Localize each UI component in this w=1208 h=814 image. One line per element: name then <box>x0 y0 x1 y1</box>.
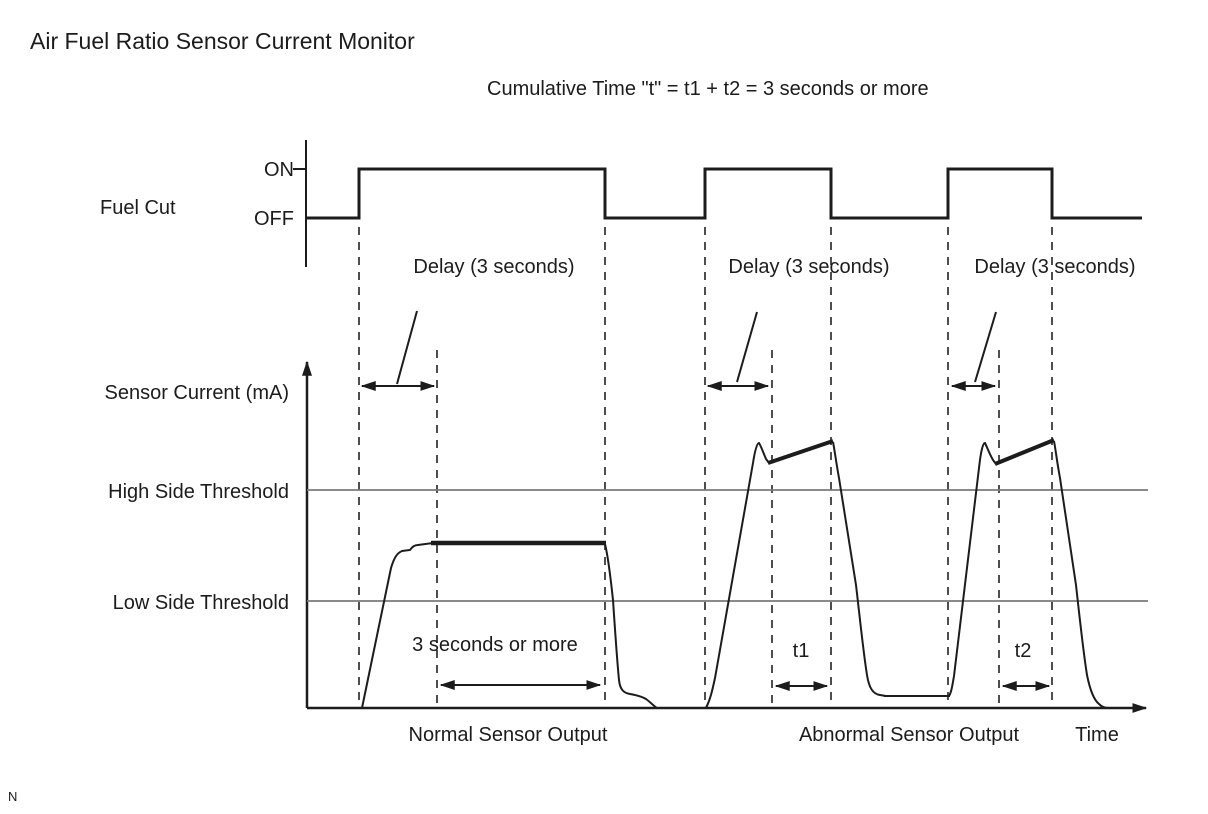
delay2-label: Delay (3 seconds) <box>728 256 889 278</box>
high-threshold-label: High Side Threshold <box>108 481 289 503</box>
cumulative-time-note: Cumulative Time "t" = t1 + t2 = 3 second… <box>487 78 929 100</box>
delay2-leader-line <box>736 311 758 383</box>
page-title: Air Fuel Ratio Sensor Current Monitor <box>30 28 415 54</box>
hump1-rise-curve <box>705 441 770 709</box>
fuel-cut-label: Fuel Cut <box>100 197 176 219</box>
normal-rise-curve <box>361 542 434 709</box>
delay1-label: Delay (3 seconds) <box>413 256 574 278</box>
hump2-ramp-thick <box>994 438 1055 466</box>
delay3-label: Delay (3 seconds) <box>974 256 1135 278</box>
duration-annotations <box>439 680 1051 691</box>
off-label: OFF <box>254 208 294 230</box>
normal-fall-curve <box>604 543 658 709</box>
sensor-current-axis-label: Sensor Current (mA) <box>105 382 290 404</box>
dashed-guides <box>358 227 1053 708</box>
delay3-leader-line <box>974 311 997 383</box>
low-threshold-label: Low Side Threshold <box>113 592 289 614</box>
delay-annotations <box>360 310 997 391</box>
normal-output-trace <box>361 540 658 709</box>
delay1-leader-line <box>396 310 418 385</box>
t2-label: t2 <box>1015 640 1032 662</box>
hump2-rise-curve <box>948 441 997 697</box>
duration-label: 3 seconds or more <box>412 634 578 656</box>
normal-output-label: Normal Sensor Output <box>409 724 608 746</box>
hump1-fall-curve <box>832 441 887 697</box>
hump1-ramp-thick <box>767 439 834 465</box>
t1-label: t1 <box>793 640 810 662</box>
abnormal-output-label: Abnormal Sensor Output <box>799 724 1020 746</box>
abnormal-hump1-trace <box>705 439 950 709</box>
time-axis-label: Time <box>1075 724 1119 746</box>
fuel-cut-waveform <box>306 167 1142 220</box>
abnormal-hump2-trace <box>948 438 1109 709</box>
on-label: ON <box>264 159 294 181</box>
hump2-fall-curve <box>1053 440 1109 709</box>
footer-note: N <box>8 789 17 804</box>
